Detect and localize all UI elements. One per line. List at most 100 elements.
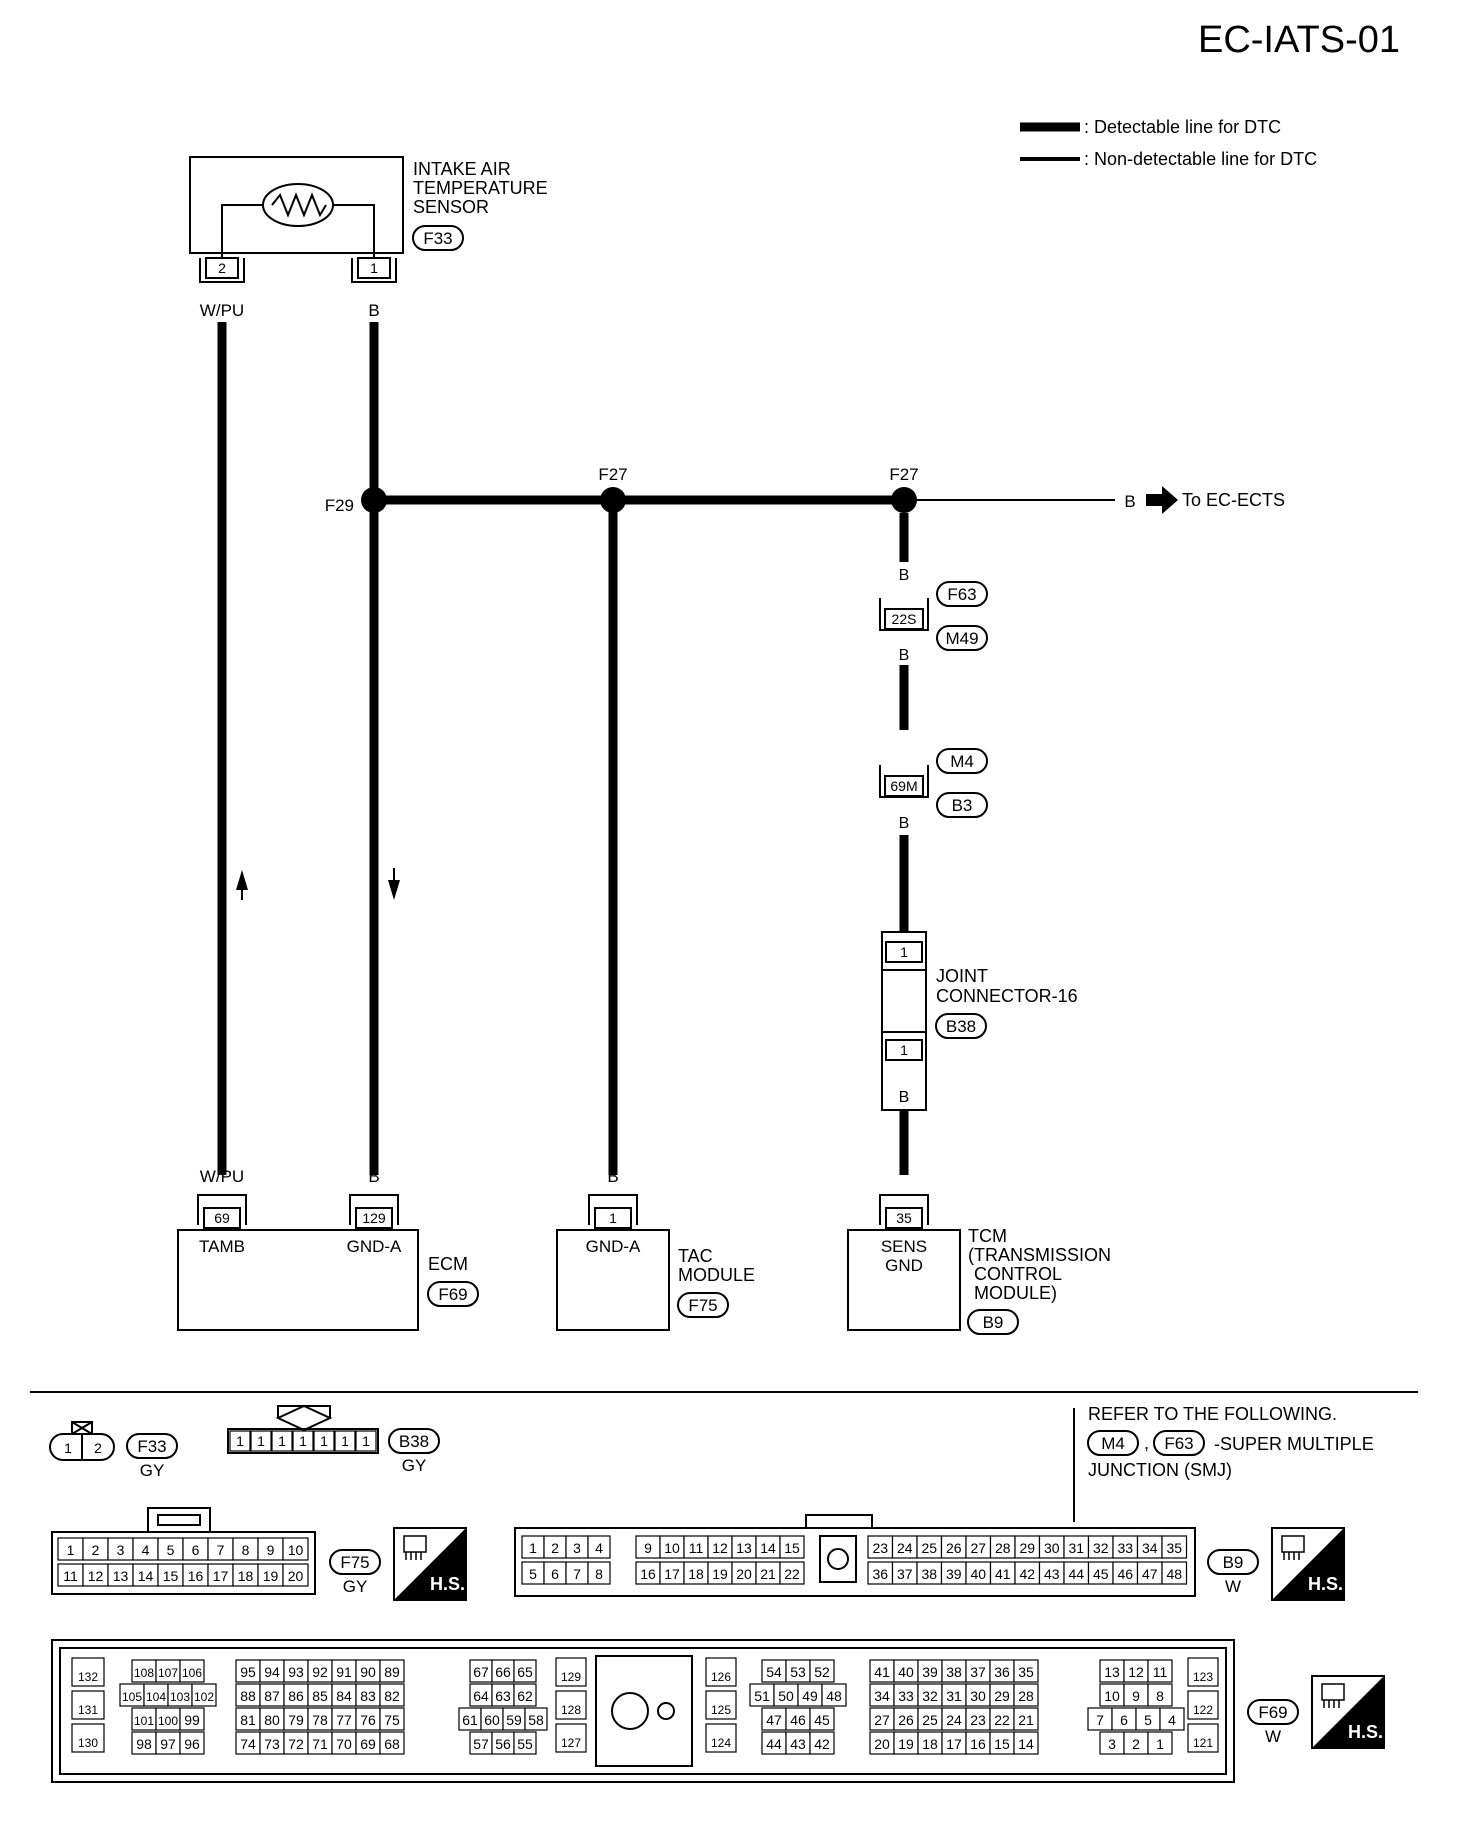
- sensor-pin-1: 1: [351, 257, 397, 283]
- f69-view-pin-96-label: 96: [184, 1736, 200, 1752]
- f69-view-pin-44-label: 44: [766, 1736, 782, 1752]
- f69-view-pin-12: 12: [1123, 1659, 1149, 1683]
- f75-view-pin-5-label: 5: [167, 1542, 175, 1558]
- f69-view-pin-37-label: 37: [970, 1664, 986, 1680]
- tac-gnd-a-label: GND-A: [586, 1237, 641, 1256]
- f69-view-pin-93: 93: [283, 1659, 309, 1683]
- f33-view-tag: [126, 1433, 178, 1459]
- f69-view-pin-13-label: 13: [1104, 1664, 1120, 1680]
- f69-view-pin-96: 96: [179, 1731, 205, 1755]
- f69-harness-side-icon: H.S.: [1311, 1675, 1385, 1749]
- f69-view-pin-93-label: 93: [288, 1664, 304, 1680]
- tac-module: 1 GND-A: [556, 1194, 670, 1331]
- f69-view-pin-4: 4: [1159, 1707, 1185, 1731]
- f69-view-pin-11-label: 11: [1153, 1664, 1168, 1680]
- f69-view-pin-74: 74: [235, 1731, 261, 1755]
- f69-view-pin-101: 101: [131, 1707, 157, 1731]
- f69-view-pin-52: 52: [809, 1659, 835, 1683]
- arrow-right-icon: [1146, 486, 1178, 514]
- f69-view-pin-33-label: 33: [898, 1688, 914, 1704]
- f69-view-pin-28: 28: [1013, 1683, 1039, 1707]
- f69-view-pin-49-label: 49: [802, 1688, 818, 1704]
- f69-view-pin-21: 21: [1013, 1707, 1039, 1731]
- wire-color-b-joint-bottom: B: [899, 1089, 910, 1106]
- b38-view-pin-4: 1: [292, 1430, 314, 1452]
- f69-view-pin-91-label: 91: [336, 1664, 352, 1680]
- b9-view-pin-46: 46: [1112, 1561, 1139, 1585]
- ecm-name: ECM: [428, 1254, 468, 1274]
- b9-view-pin-38: 38: [916, 1561, 943, 1585]
- f75-view-pin-13-label: 13: [113, 1568, 129, 1584]
- f69-view-pin-80-label: 80: [264, 1712, 280, 1728]
- f69-view-pin-65-label: 65: [517, 1664, 533, 1680]
- b9-view-pin-20: 20: [731, 1561, 757, 1585]
- tcm: 35 SENS GND: [847, 1194, 961, 1331]
- f69-view-pin-34: 34: [869, 1683, 895, 1707]
- ecm-wire-color-b: B: [368, 1167, 379, 1186]
- f69-view-pin-79: 79: [283, 1707, 309, 1731]
- intake-air-temperature-sensor: INTAKE AIR TEMPERATURE SENSOR F33: [189, 156, 548, 262]
- f69-view-pin-47-label: 47: [766, 1712, 782, 1728]
- f69-view-pin-2-label: 2: [1132, 1736, 1140, 1752]
- f69-view-pin-5: 5: [1135, 1707, 1161, 1731]
- f69-view-pin-29-label: 29: [994, 1688, 1010, 1704]
- sensor-name-line-1: INTAKE AIR: [413, 159, 511, 179]
- f69-view-pin-30: 30: [965, 1683, 991, 1707]
- to-ec-ects-label: To EC-ECTS: [1182, 490, 1285, 510]
- arrow-up-icon: [236, 870, 248, 890]
- b9-view-pin-13: 13: [731, 1535, 757, 1559]
- f69-view-pin-132-label: 132: [78, 1670, 98, 1684]
- f69-view-pin-86: 86: [283, 1683, 309, 1707]
- sensor-name-line-2: TEMPERATURE: [413, 178, 548, 198]
- b38-view-pin-7-label: 1: [362, 1433, 370, 1449]
- b9-view-pin-10-label: 10: [664, 1540, 680, 1556]
- smj1-tag-bottom-text: M49: [945, 629, 978, 648]
- b9-view-pin-38-label: 38: [921, 1566, 937, 1582]
- f69-view-pin-123-label: 123: [1193, 1670, 1213, 1684]
- joint-connector-tag-text: B38: [946, 1017, 976, 1036]
- b9-view-pin-20-label: 20: [736, 1566, 752, 1582]
- f69-view-pin-81: 81: [235, 1707, 261, 1731]
- wire-color-b-smj1-top: B: [899, 567, 910, 584]
- b9-view-pin-18-label: 18: [688, 1566, 704, 1582]
- f75-view-pin-7-label: 7: [217, 1542, 225, 1558]
- f69-view-pin-31: 31: [941, 1683, 967, 1707]
- tcm-connector-tag-text: B9: [983, 1313, 1004, 1332]
- f69-view-pin-39-label: 39: [922, 1664, 938, 1680]
- refer-separator: ,: [1144, 1433, 1149, 1453]
- refer-line-3: JUNCTION (SMJ): [1088, 1460, 1232, 1480]
- b38-view-pin-6: 1: [334, 1430, 356, 1452]
- f69-view-pin-15: 15: [989, 1731, 1015, 1755]
- b9-view-pin-7: 7: [565, 1561, 589, 1585]
- f69-view-pin-82: 82: [379, 1683, 405, 1707]
- b9-view-pin-19: 19: [707, 1561, 733, 1585]
- b9-view-pin-40-label: 40: [970, 1566, 986, 1582]
- f69-view-pin-84: 84: [331, 1683, 357, 1707]
- f69-view-pin-43: 43: [785, 1731, 811, 1755]
- f75-view-pin-4: 4: [132, 1537, 159, 1561]
- f69-view-pin-45-label: 45: [814, 1712, 830, 1728]
- junction-f27-b-label: F27: [889, 465, 918, 484]
- f69-view-pin-86-label: 86: [288, 1688, 304, 1704]
- f75-view-pin-20-label: 20: [288, 1568, 304, 1584]
- f69-view-pin-49: 49: [797, 1683, 823, 1707]
- f69-view-pin-3: 3: [1099, 1731, 1125, 1755]
- tac-connector-tag-text: F75: [688, 1296, 717, 1315]
- b9-view-pin-12: 12: [707, 1535, 733, 1559]
- f69-view-pin-28-label: 28: [1018, 1688, 1034, 1704]
- f69-view-pin-127-label: 127: [561, 1736, 581, 1750]
- b38-view-pin-5: 1: [313, 1430, 335, 1452]
- f33-latch-icon: [71, 1421, 93, 1434]
- f69-view-pin-72-label: 72: [288, 1736, 304, 1752]
- f69-view-pin-10: 10: [1099, 1683, 1125, 1707]
- f69-view-pin-106-label: 106: [182, 1666, 202, 1680]
- ecm-wire-color-w-pu: W/PU: [200, 1167, 244, 1186]
- b9-view-pin-26-label: 26: [946, 1540, 962, 1556]
- b9-view-pin-39-label: 39: [946, 1566, 962, 1582]
- b9-view-pin-9: 9: [635, 1535, 661, 1559]
- f69-view-pin-108: 108: [131, 1659, 157, 1683]
- f69-view-pin-35-label: 35: [1018, 1664, 1034, 1680]
